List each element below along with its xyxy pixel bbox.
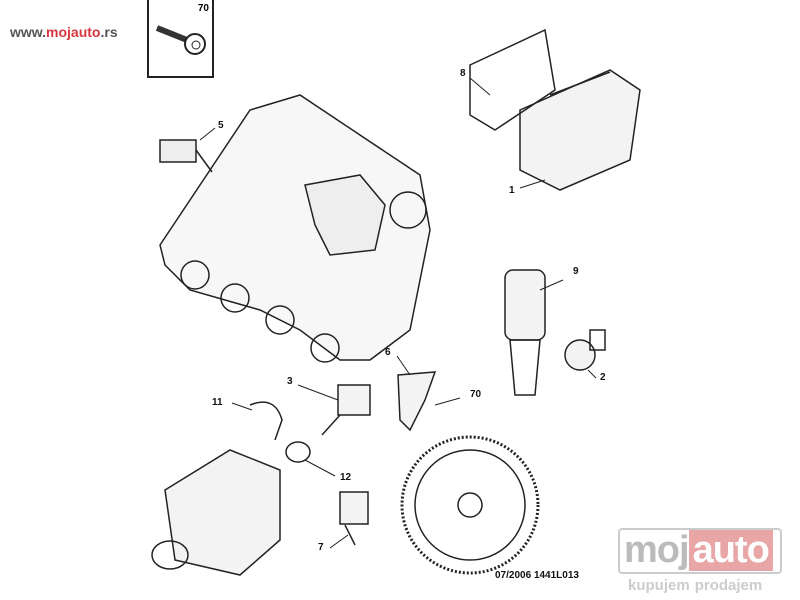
callout-9: 9 bbox=[573, 266, 579, 277]
throttle-body bbox=[151, 449, 281, 576]
logo-part2: auto bbox=[688, 530, 773, 571]
seal-ring-12 bbox=[285, 441, 311, 463]
tagline-1: kupujem bbox=[628, 577, 690, 594]
callout-7: 7 bbox=[318, 542, 324, 553]
leader-lines bbox=[199, 77, 597, 549]
tagline-2: prodajem bbox=[694, 577, 763, 594]
ecu-bracket bbox=[469, 28, 556, 131]
footer-code: 07/2006 1441L013 bbox=[495, 570, 579, 581]
url-brand: mojauto bbox=[46, 24, 101, 40]
callout-70: 70 bbox=[470, 389, 482, 400]
crank-sensor-7 bbox=[339, 491, 369, 546]
url-prefix: www. bbox=[10, 24, 47, 40]
clip-11 bbox=[249, 401, 283, 441]
callout-2: 2 bbox=[600, 372, 606, 383]
callout-12: 12 bbox=[340, 472, 352, 483]
inset-label: 70 bbox=[197, 3, 209, 14]
website-url: www.mojauto.rs bbox=[10, 24, 118, 40]
intake-manifold bbox=[159, 94, 431, 363]
solenoid-valve-9 bbox=[504, 269, 546, 396]
footer-ref: 1441L013 bbox=[533, 570, 579, 581]
flywheel bbox=[400, 435, 540, 575]
bolt-icon bbox=[155, 25, 206, 55]
url-suffix: .rs bbox=[100, 24, 118, 40]
sensor-5 bbox=[159, 139, 213, 173]
knock-sensor-2 bbox=[564, 329, 606, 371]
callout-6: 6 bbox=[385, 347, 391, 358]
callout-11: 11 bbox=[212, 397, 223, 408]
footer-date: 07/2006 bbox=[495, 570, 532, 581]
inset-box-bolt: 70 bbox=[147, 0, 214, 78]
ecu-module bbox=[519, 69, 641, 191]
callout-5: 5 bbox=[218, 120, 224, 131]
callout-8: 8 bbox=[460, 68, 466, 79]
callout-1: 1 bbox=[509, 185, 515, 196]
logo-part1: moj bbox=[624, 529, 690, 571]
temp-sensor-3 bbox=[321, 384, 371, 436]
sensor-6 bbox=[397, 371, 437, 432]
callout-3: 3 bbox=[287, 376, 293, 387]
